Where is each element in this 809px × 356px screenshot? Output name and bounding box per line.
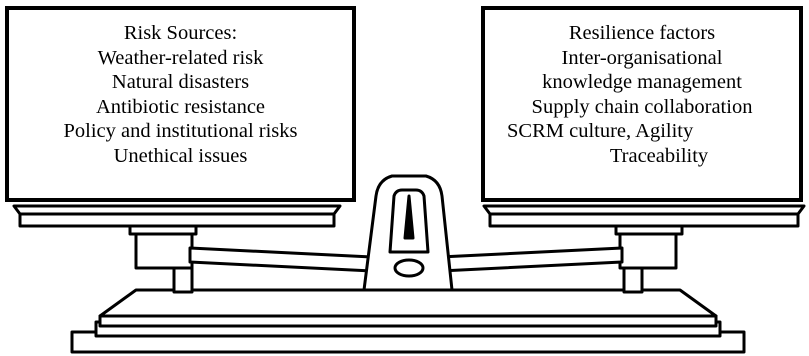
resilience-factors-box: Resilience factors Inter-organisational … [481,6,803,202]
risk-sources-box: Risk Sources: Weather-related risk Natur… [5,6,356,202]
resilience-item: Inter-organisational [561,46,723,69]
base-top-face [98,314,718,328]
base-top-slab [98,288,718,318]
risk-item: Unethical issues [113,144,248,167]
risk-item: Weather-related risk [97,46,264,69]
left-pillar-block [134,230,194,270]
resilience-item: Traceability [609,144,709,167]
resilience-factors-heading: Resilience factors [568,22,716,44]
risk-item: Policy and institutional risks [63,120,298,142]
resilience-item: knowledge management [542,71,742,93]
left-pan-body [18,212,336,228]
resilience-item: SCRM culture, Agility [507,120,694,142]
risk-sources-heading: Risk Sources: [123,22,238,44]
risk-item: Antibiotic resistance [95,95,266,118]
central-knob [393,258,425,278]
left-pan-support [128,224,198,236]
right-pillar-block [618,230,678,270]
right-pan-body [488,212,800,228]
central-needle [403,194,415,240]
left-pillar-lower [172,264,194,294]
risk-item: Natural disasters [111,71,250,93]
right-pillar-lower [622,264,644,294]
right-pan-support [614,224,684,236]
resilience-item: Supply chain collaboration [531,95,753,118]
